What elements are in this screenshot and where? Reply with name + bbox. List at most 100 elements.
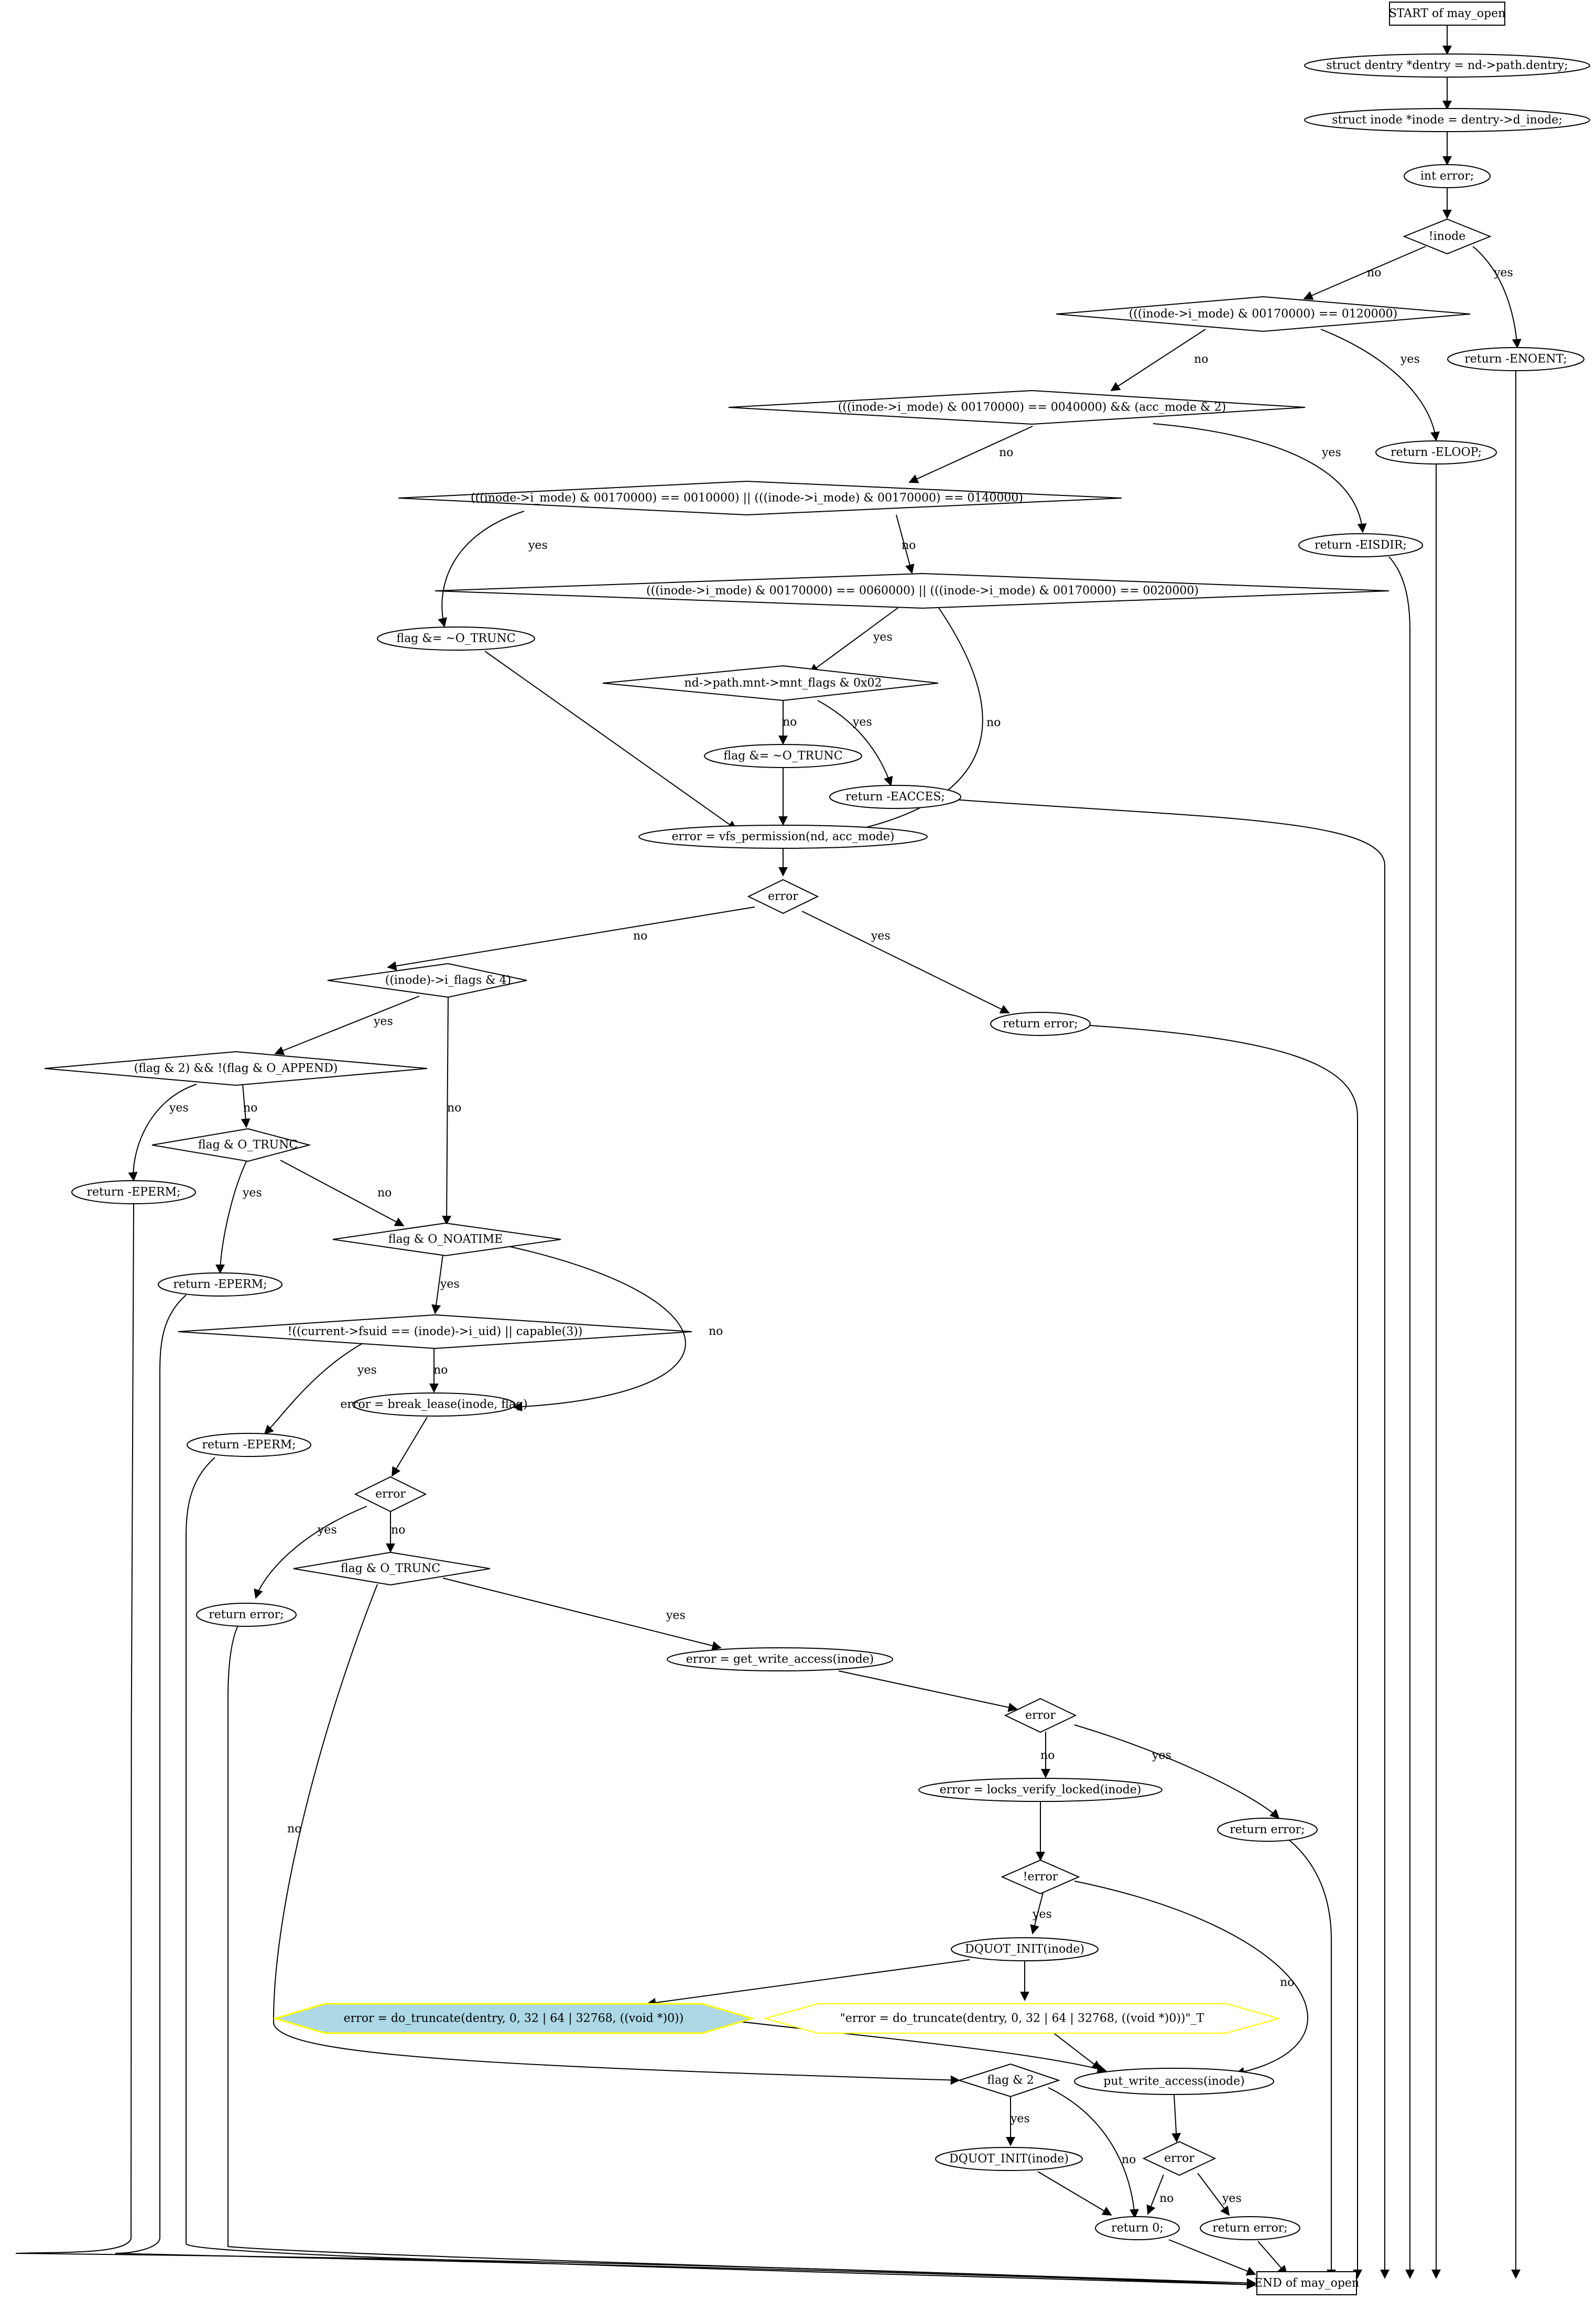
label-flag2-yes: yes — [1010, 2112, 1030, 2125]
edge-fifo-trunc1 — [438, 511, 525, 628]
getwrite-node-label: error = get_write_access(inode) — [686, 1653, 874, 1666]
label-dir-yes: yes — [1321, 446, 1341, 459]
eperm1-node — [71, 1180, 196, 1204]
reterr3-node — [1217, 1818, 1318, 1842]
edge-iflags-append — [274, 996, 420, 1055]
iflags-decision — [327, 963, 527, 998]
eisdir-node — [1298, 533, 1423, 557]
edge-noterror-dquot1 — [1030, 1892, 1044, 1935]
fifo-decision-label: (((inode->i_mode) & 00170000) == 0010000… — [471, 492, 1023, 505]
blkchr-decision — [435, 573, 1389, 609]
edge-reterr3-end — [1289, 1840, 1336, 2279]
label-error1-no: no — [633, 930, 647, 943]
lnk-decision-label: (((inode->i_mode) & 00170000) == 0120000… — [1129, 308, 1398, 321]
edge-eperm3-end — [186, 1457, 1256, 2290]
label-blkchr-no: no — [986, 716, 1001, 729]
edge-error1-reterr1 — [801, 911, 1010, 1013]
lnk-decision — [1056, 296, 1471, 332]
dquot1-node-label: DQUOT_INIT(inode) — [965, 1943, 1084, 1956]
label-error2-no: no — [391, 1524, 405, 1537]
fifo-decision — [398, 480, 1122, 516]
edge-dir-fifo — [908, 426, 1033, 483]
edge-dquot2-ret0 — [1037, 2171, 1112, 2216]
label-noatime-yes: yes — [440, 1278, 460, 1291]
edge-error2-reterr2 — [254, 1506, 367, 1599]
edge-noatime-breaklease — [503, 1245, 686, 1412]
eloop-node-label: return -ELOOP; — [1391, 446, 1482, 459]
edge-notinode-lnk — [1303, 246, 1426, 300]
edge-otrunc2-flag2 — [273, 1584, 960, 2085]
breaklease-node — [352, 1392, 516, 1417]
edge-notinode-enoent — [1472, 246, 1522, 349]
edge-otrunc-eperm2 — [215, 1161, 247, 1274]
error3-decision-label: error — [1025, 1709, 1056, 1722]
label-iflags-yes: yes — [373, 1015, 393, 1028]
dentry-node — [1304, 53, 1590, 78]
label-error4-yes: yes — [1222, 2192, 1242, 2205]
edge-blkchr-vfs — [838, 607, 983, 837]
putwrite-node — [1074, 2068, 1274, 2095]
mnt-decision — [602, 665, 939, 701]
label-error1-yes: yes — [871, 930, 891, 943]
eloop-node — [1375, 440, 1497, 465]
label-append-yes: yes — [169, 1102, 189, 1115]
edge-reterr2-end — [227, 1619, 1256, 2288]
reterr3-node-label: return error; — [1230, 1823, 1305, 1837]
error4-decision — [1142, 2141, 1217, 2176]
edge-eisdir-end — [1388, 556, 1415, 2279]
label-fsuid-yes: yes — [357, 1364, 377, 1377]
flag2-decision — [957, 2063, 1061, 2098]
start-node-label: START of may_open — [1389, 7, 1506, 20]
reterr4-node-label: return error; — [1212, 2222, 1287, 2235]
edge-eacces-end — [953, 799, 1389, 2279]
edge-ret0-end — [1168, 2239, 1256, 2276]
label-error3-yes: yes — [1152, 1749, 1171, 1762]
dquot1-node — [951, 1937, 1099, 1961]
edge-error1-iflags — [387, 906, 755, 971]
noatime-decision — [332, 1222, 561, 1257]
label-notinode-no: no — [1367, 266, 1381, 279]
trunc2-node-label: flag &= ~O_TRUNC — [723, 750, 842, 763]
error4-decision-label: error — [1164, 2152, 1195, 2165]
reterr1-node — [990, 1012, 1091, 1036]
error2-decision-label: error — [375, 1488, 406, 1501]
label-noterror-no: no — [1280, 1976, 1294, 1989]
label-dir-no: no — [999, 446, 1013, 459]
trunc1-node-label: flag &= ~O_TRUNC — [396, 632, 515, 645]
putwrite-node-label: put_write_access(inode) — [1103, 2075, 1244, 2088]
dquot2-node-label: DQUOT_INIT(inode) — [949, 2153, 1069, 2166]
label-flag2-no: no — [1122, 2153, 1136, 2166]
label-otrunc2-no: no — [287, 1822, 301, 1835]
otrunc2-decision — [293, 1551, 491, 1586]
noterror-decision — [1001, 1859, 1080, 1895]
edge-dquot1-dotrunc — [646, 1959, 970, 2007]
fsuid-decision-label: !((current->fsuid == (inode)->i_uid) || … — [288, 1325, 583, 1338]
dquot2-node — [935, 2147, 1083, 2171]
ret0-node-label: return 0; — [1111, 2222, 1164, 2235]
eisdir-node-label: return -EISDIR; — [1315, 539, 1407, 552]
enoent-node-label: return -ENOENT; — [1464, 353, 1567, 366]
label-append-no: no — [243, 1102, 257, 1115]
eacces-node-label: return -EACCES; — [845, 791, 945, 804]
mnt-decision-label: nd->path.mnt->mnt_flags & 0x02 — [684, 677, 882, 690]
notinode-decision-label: !inode — [1429, 230, 1465, 243]
edge-noterror-putwrite — [1074, 1881, 1308, 2077]
label-otrunc2-yes: yes — [666, 1609, 686, 1622]
edge-error4-reterr4 — [1197, 2173, 1230, 2216]
dotruncT-node-label: "error = do_truncate(dentry, 0, 32 | 64 … — [840, 2012, 1204, 2025]
edge-fifo-blkchr — [896, 514, 915, 574]
trunc1-node — [377, 627, 535, 651]
label-fifo-no: no — [902, 539, 916, 552]
edge-dotruncT-putwrite — [1048, 2028, 1102, 2070]
edge-reterr1-end — [1082, 1024, 1362, 2279]
interror-node — [1404, 164, 1491, 188]
eperm2-node — [158, 1272, 283, 1297]
noterror-decision-label: !error — [1023, 1871, 1058, 1884]
notinode-decision — [1403, 218, 1492, 255]
edge-breaklease-error2 — [392, 1417, 428, 1477]
reterr2-node-label: return error; — [209, 1608, 284, 1622]
eacces-node — [829, 785, 961, 809]
edge-flag2-ret0 — [1048, 2087, 1139, 2219]
edge-eperm1-end — [15, 1203, 1256, 2290]
